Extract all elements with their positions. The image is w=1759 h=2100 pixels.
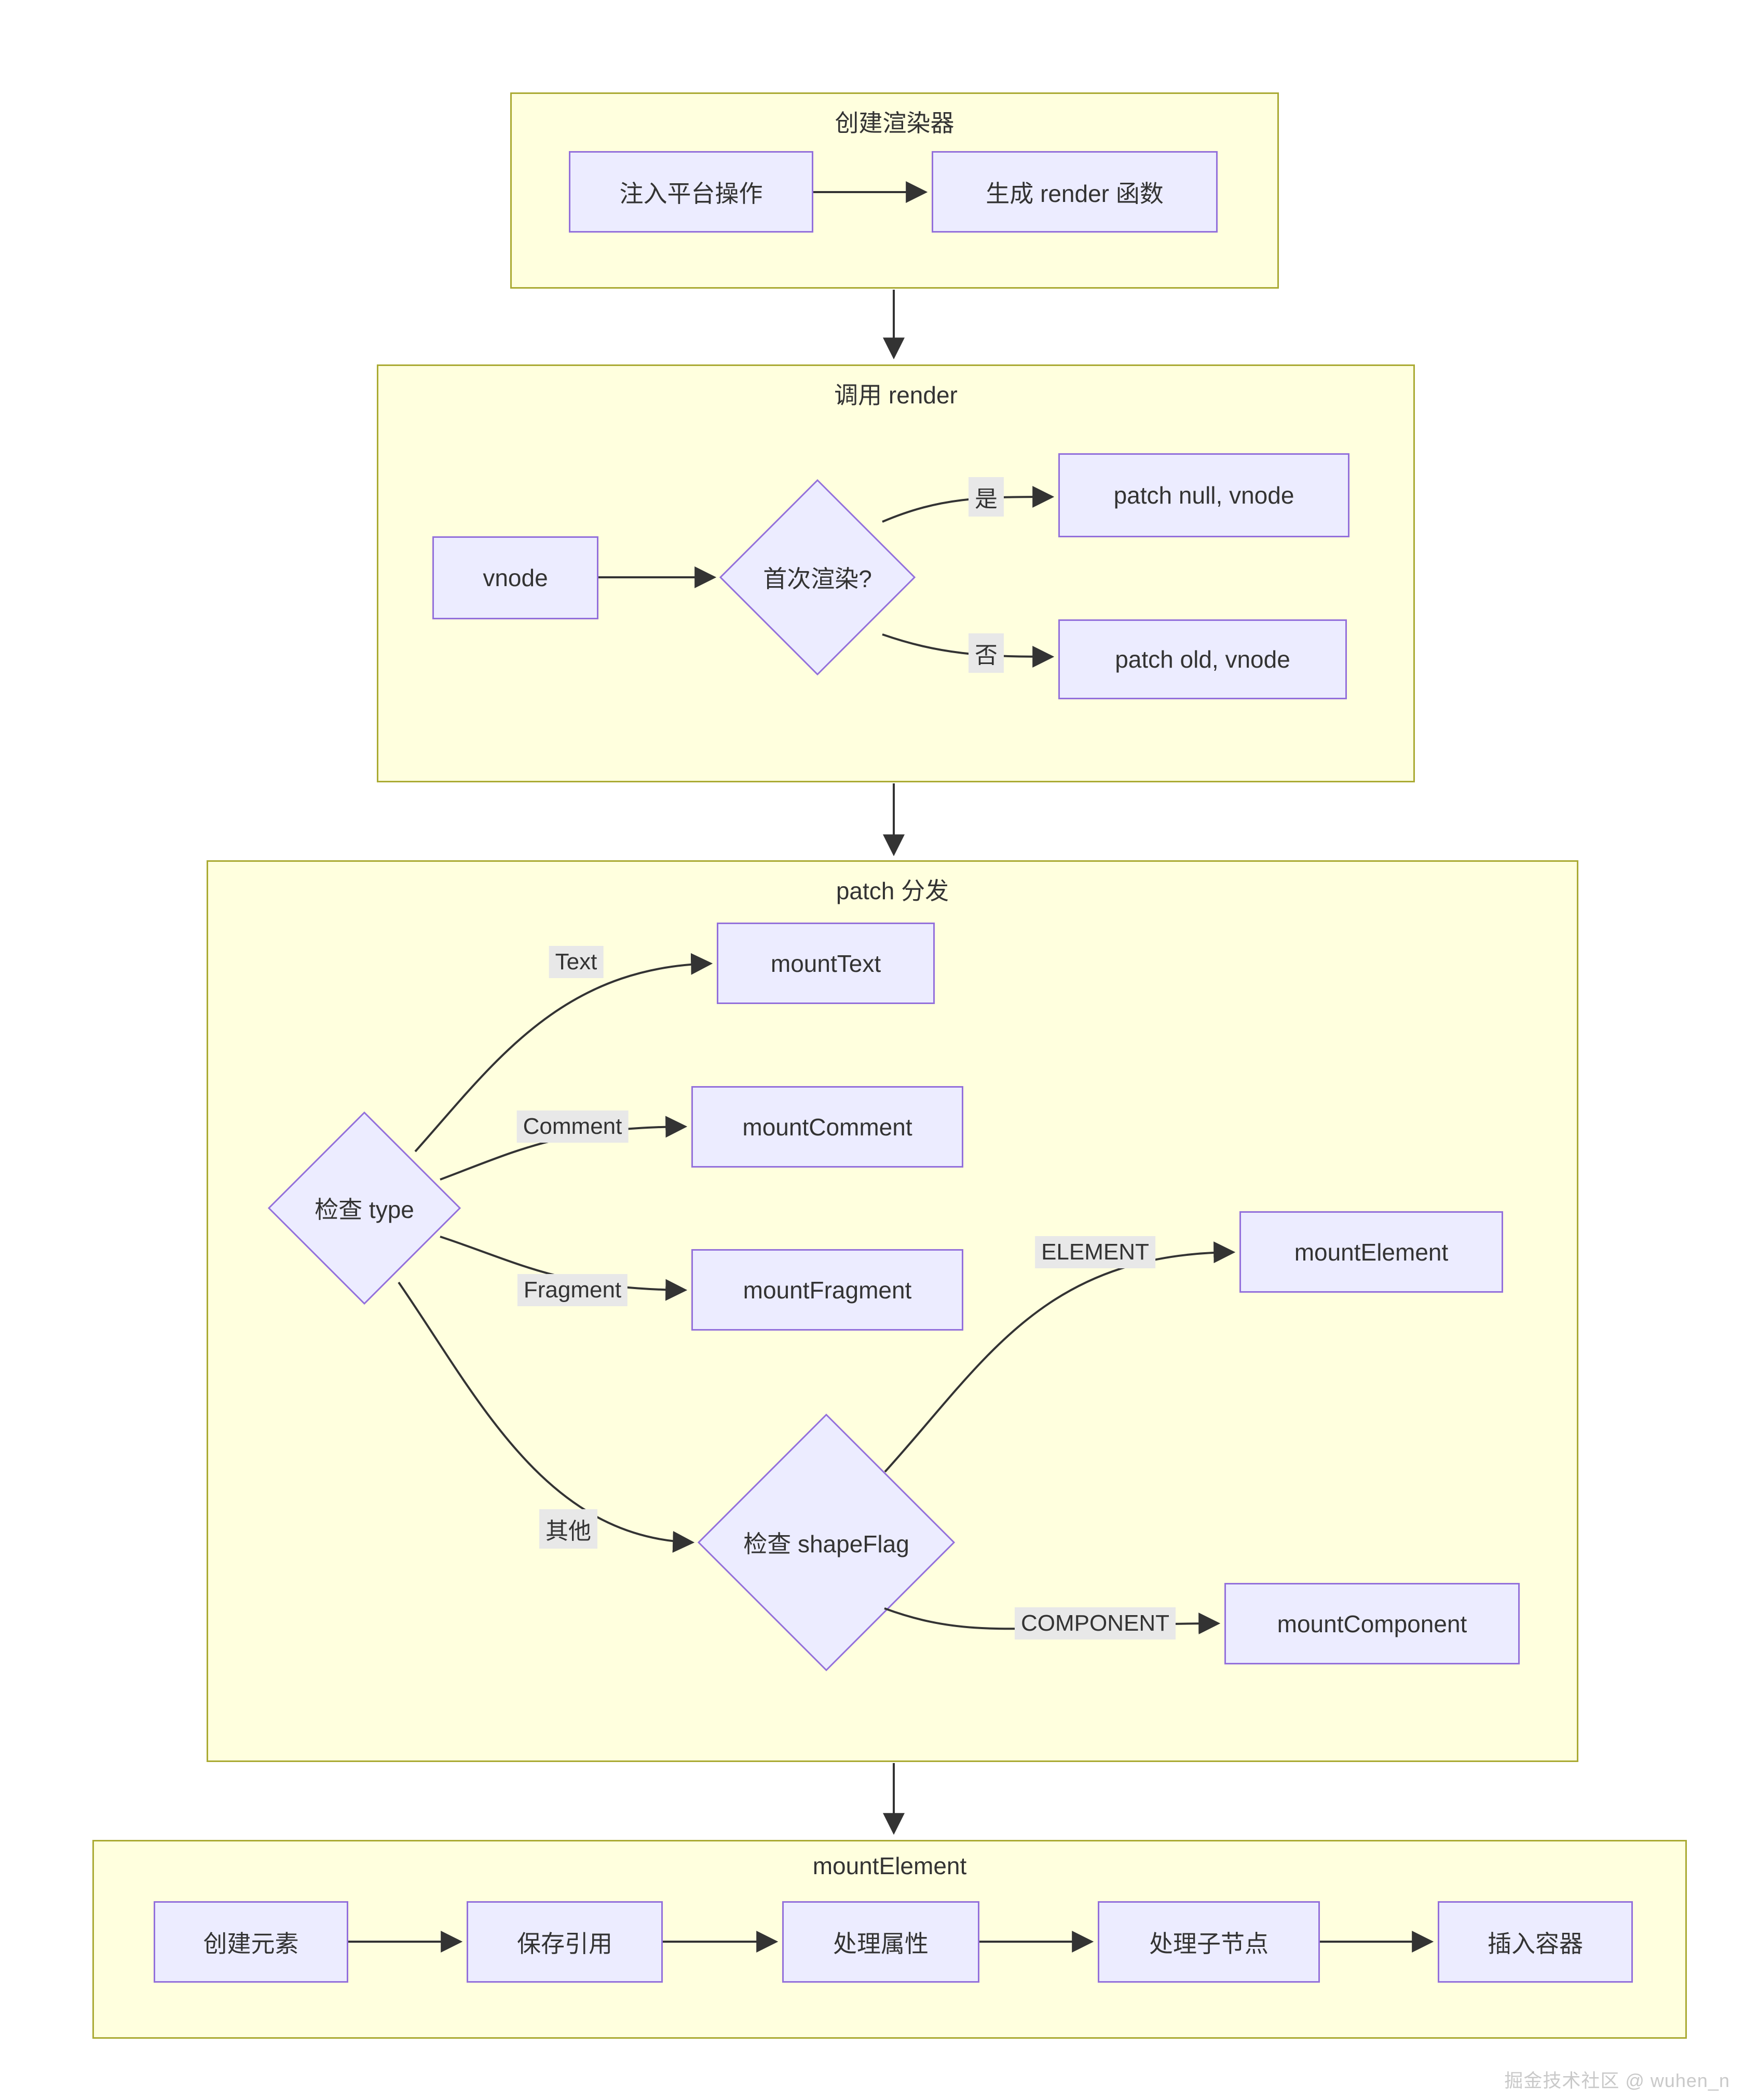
node-vnode: vnode [432,536,598,619]
watermark: 掘金技术社区 @ wuhen_n [1504,2070,1730,2091]
subgraph-call-render-title: 调用 render [834,382,958,409]
edge-label-no: 否 [969,633,1004,673]
node-patch-old-vnode: patch old, vnode [1058,619,1347,699]
node-insert-container: 插入容器 [1438,1901,1633,1983]
label-first-render: 首次渲染? [763,565,872,592]
edge-shapeflag-element [884,1241,1236,1473]
node-mount-text: mountText [717,923,935,1004]
node-inject-platform-ops: 注入平台操作 [569,151,813,233]
node-mount-component: mountComponent [1224,1583,1520,1664]
subgraph-patch-dispatch-title: patch 分发 [836,877,949,904]
edge-label-other: 其他 [539,1509,597,1549]
node-handle-props: 处理属性 [782,1901,979,1983]
check-shapeflag-decision-shape [697,1413,956,1672]
edge-label-text: Text [549,946,604,978]
edge-label-element: ELEMENT [1035,1236,1155,1268]
edge-check-type-fragment [440,1236,688,1301]
edge-first-render-no [882,633,1055,668]
check-type-decision-shape [267,1111,461,1305]
edge-label-fragment: Fragment [517,1274,628,1306]
edge-check-type-text [414,953,713,1153]
subgraph-mount-element-title: mountElement [812,1852,967,1879]
edge-check-type-other [398,1281,695,1553]
node-mount-fragment: mountFragment [691,1249,963,1331]
edge-first-render-yes [882,486,1055,523]
node-handle-children: 处理子节点 [1098,1901,1320,1983]
subgraph-create-renderer-title: 创建渲染器 [835,110,955,137]
label-check-type: 检查 type [315,1196,414,1223]
node-patch-null-vnode: patch null, vnode [1058,453,1349,537]
node-mount-element: mountElement [1239,1211,1503,1293]
edge-label-comment: Comment [516,1110,629,1143]
edge-label-yes: 是 [969,477,1004,517]
first-render-decision-shape [719,479,916,676]
edge-label-component: COMPONENT [1015,1607,1176,1640]
label-check-shapeflag: 检查 shapeFlag [743,1530,909,1557]
node-save-ref: 保存引用 [467,1901,663,1983]
node-create-element: 创建元素 [154,1901,348,1983]
node-mount-comment: mountComment [691,1086,963,1168]
node-gen-render-fn: 生成 render 函数 [932,151,1218,233]
